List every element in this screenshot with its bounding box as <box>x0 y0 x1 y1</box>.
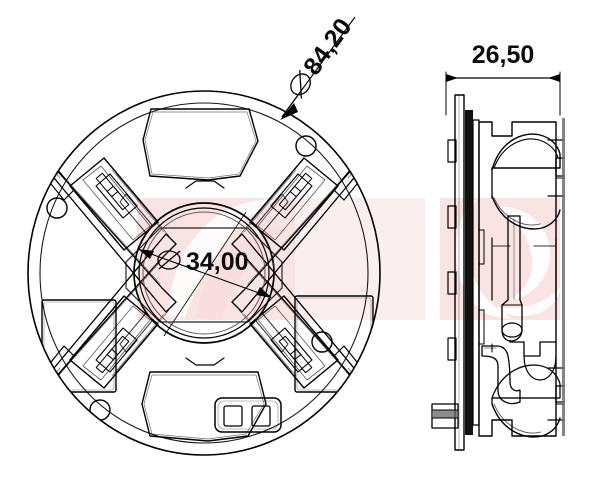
body-outline <box>478 121 557 437</box>
hole-upper-left <box>46 197 68 219</box>
hook-feature <box>481 345 521 405</box>
dim-label-84: 84,20 <box>290 13 357 99</box>
bottom-tab <box>214 397 282 433</box>
bottom-boss <box>431 403 459 429</box>
center-bore-inner <box>142 211 266 335</box>
top-window <box>142 108 259 181</box>
center-bore-mid <box>138 207 270 339</box>
bulge-upper-lower-arc <box>491 195 561 230</box>
hole-upper-right <box>295 135 317 157</box>
leader-arrow-84 <box>280 103 298 120</box>
bulge-lower <box>491 364 561 399</box>
dimension-outer-diameter <box>280 16 356 120</box>
bulge-upper <box>491 133 561 171</box>
dim-arrow-34-right <box>256 287 272 298</box>
dim-value-84: 84,20 <box>298 13 357 80</box>
section-wall <box>465 110 473 435</box>
dim-value-34: 34,00 <box>186 248 249 276</box>
bore-centerline <box>163 211 247 337</box>
dimension-bore <box>138 211 272 337</box>
dim-label-34: 34,00 <box>157 248 249 276</box>
watermark-side <box>440 198 560 320</box>
outer-flange-circle <box>27 90 381 456</box>
dim-value-26: 26,50 <box>472 41 535 69</box>
side-view <box>431 71 565 451</box>
dim-arrow-34-left <box>138 249 154 259</box>
center-bore-outer <box>133 202 275 344</box>
bulge-lower-bottom-arc <box>491 403 561 438</box>
bottom-window <box>141 371 267 442</box>
